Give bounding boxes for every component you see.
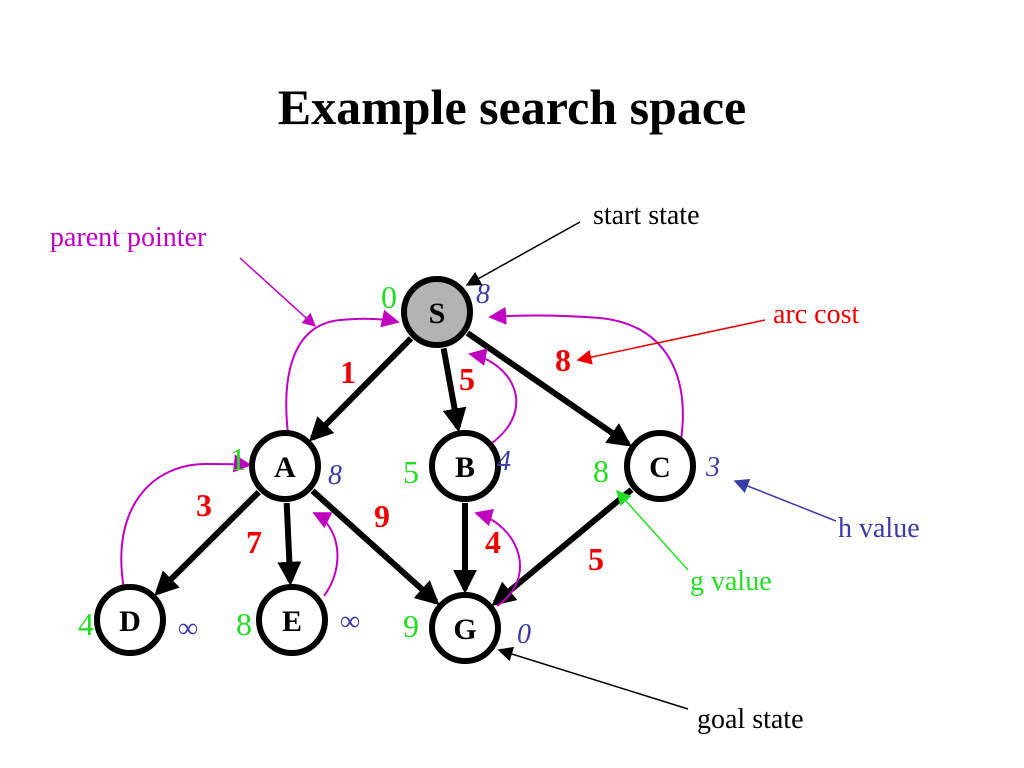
g-value-b: 5 (403, 454, 419, 490)
node-label-b: B (455, 451, 475, 484)
edge-a-e (277, 502, 302, 586)
parent-pointer-annotation: parent pointer (50, 222, 207, 253)
h-value-e: ∞ (340, 606, 360, 637)
goal-state-annotation: goal state (697, 704, 804, 735)
node-s (401, 276, 473, 348)
edge-s-a (309, 336, 414, 442)
g-value-g: 9 (403, 608, 419, 644)
edge-c-g (491, 487, 634, 607)
h-value-s: 8 (476, 279, 490, 310)
node-c (624, 430, 696, 502)
arc-cost-s-c: 8 (555, 342, 571, 378)
h-value-g: 0 (517, 619, 531, 650)
arc-cost-a-e: 7 (246, 524, 262, 560)
edge-a-d (154, 489, 261, 596)
node-label-c: C (649, 451, 671, 484)
h-value-callout-arrow (733, 478, 837, 522)
g-value-e: 8 (236, 606, 252, 642)
goal-state-callout-arrow (497, 646, 689, 710)
g-value-callout-arrow (615, 489, 689, 571)
h-value-b: 4 (497, 446, 511, 477)
edge-a-g (310, 488, 440, 606)
h-value-d: ∞ (178, 613, 198, 644)
parent-pointer-d-to-a (120, 454, 252, 590)
parent-pointer-c-to-s (488, 306, 684, 441)
arc-cost-s-a: 1 (340, 354, 356, 390)
node-e (256, 584, 328, 656)
g-value-s: 0 (381, 279, 397, 315)
node-g (429, 592, 501, 664)
parent-pointer-b-to-s (468, 348, 518, 447)
arc-cost-callout-arrow (576, 319, 766, 365)
arc-cost-a-g: 9 (374, 498, 390, 534)
node-label-d: D (119, 605, 141, 638)
start-state-annotation: start state (593, 200, 700, 231)
node-label-g: G (453, 613, 476, 646)
start-state-callout-arrow (465, 221, 581, 286)
parent-pointer-callout-arrow (239, 257, 317, 327)
node-a (249, 430, 321, 502)
node-label-a: A (274, 451, 296, 484)
g-value-annotation: g value (690, 566, 772, 597)
h-value-a: 8 (328, 460, 342, 491)
parent-pointer-a-to-s (285, 309, 400, 435)
arc-cost-c-g: 5 (588, 541, 604, 577)
arc-cost-s-b: 5 (459, 361, 475, 397)
edge-s-b (440, 347, 467, 433)
g-value-c: 8 (593, 453, 609, 489)
h-value-annotation: h value (838, 513, 920, 544)
g-value-a: 1 (230, 441, 246, 477)
slide-title: Example search space (277, 79, 747, 135)
arc-cost-annotation: arc cost (773, 299, 860, 330)
node-b (429, 430, 501, 502)
h-value-c: 3 (705, 452, 720, 483)
parent-pointer-e-to-a (312, 512, 339, 597)
node-d (94, 584, 166, 656)
node-label-s: S (429, 297, 446, 330)
g-value-d: 4 (78, 606, 94, 642)
arc-cost-a-d: 3 (196, 487, 212, 523)
edge-s-c (465, 330, 632, 447)
parent-pointer-g-to-b (474, 508, 521, 607)
node-label-e: E (282, 605, 302, 638)
arc-cost-b-g: 4 (485, 524, 501, 560)
